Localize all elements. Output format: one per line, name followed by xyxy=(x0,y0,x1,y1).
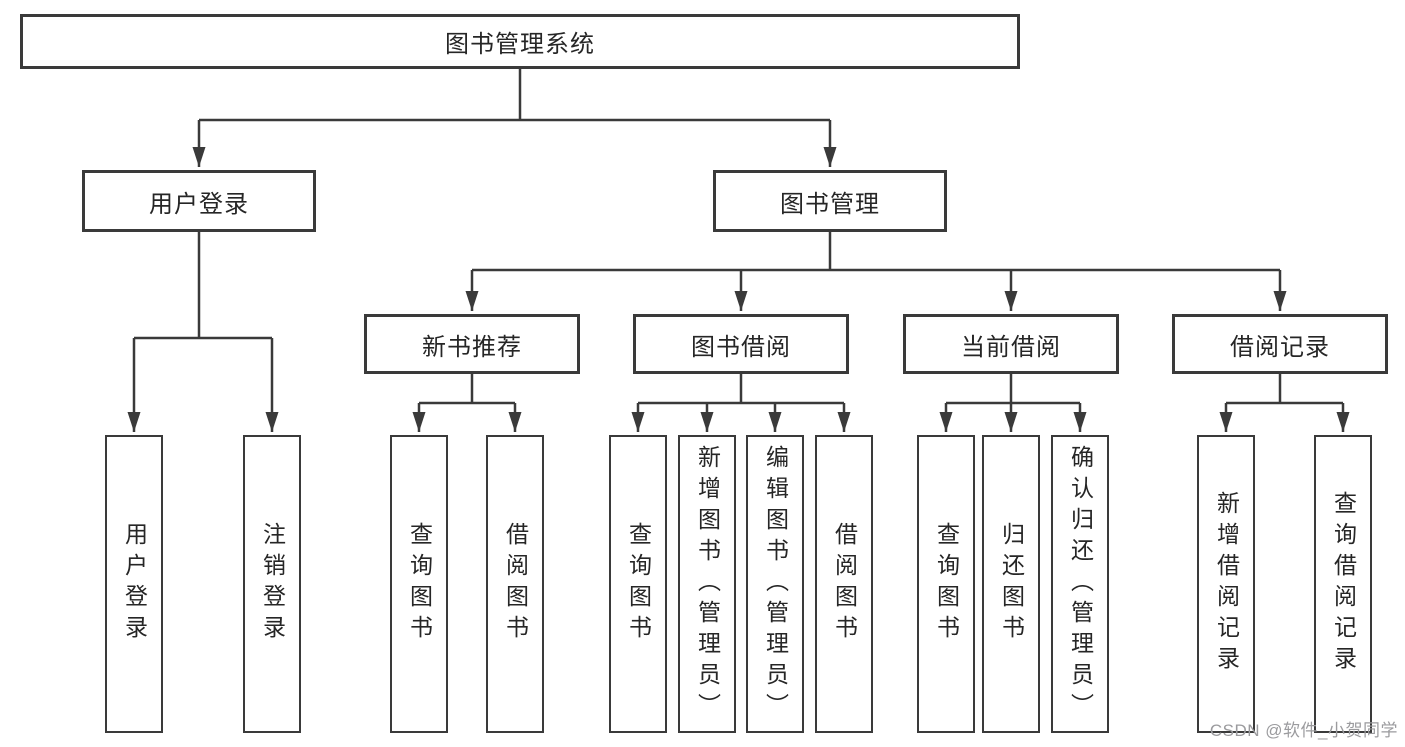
leaf-query-books-borrowing: 查询图书 xyxy=(609,435,667,733)
leaf-add-borrow-record: 新增借阅记录 xyxy=(1197,435,1255,733)
leaf-borrow-books-borrowing: 借阅图书 xyxy=(815,435,873,733)
leaf-query-borrow-record: 查询借阅记录 xyxy=(1314,435,1372,733)
node-new-book-recommendation: 新书推荐 xyxy=(364,314,580,374)
node-label: 用户登录 xyxy=(149,190,249,218)
node-label: 新书推荐 xyxy=(422,333,522,361)
node-label: 借阅图书 xyxy=(502,522,529,646)
leaf-user-login: 用户登录 xyxy=(105,435,163,733)
node-borrowing-records: 借阅记录 xyxy=(1172,314,1388,374)
node-label: 查询借阅记录 xyxy=(1330,491,1357,677)
csdn-watermark: CSDN @软件_小贺同学 xyxy=(1209,721,1398,740)
node-book-borrowing: 图书借阅 xyxy=(633,314,849,374)
node-label: 查询图书 xyxy=(933,522,960,646)
leaf-query-books-recommend: 查询图书 xyxy=(390,435,448,733)
leaf-return-book: 归还图书 xyxy=(982,435,1040,733)
node-label: 图书管理 xyxy=(780,190,880,218)
node-label: 新增图书（管理员） xyxy=(694,444,721,724)
node-label: 编辑图书（管理员） xyxy=(762,444,789,724)
node-label: 图书借阅 xyxy=(691,333,791,361)
leaf-edit-book-admin: 编辑图书（管理员） xyxy=(746,435,804,733)
node-label: 用户登录 xyxy=(121,522,148,646)
node-book-management: 图书管理 xyxy=(713,170,947,232)
node-library-management-system: 图书管理系统 xyxy=(20,14,1020,69)
node-label: 借阅图书 xyxy=(831,522,858,646)
node-label: 当前借阅 xyxy=(961,333,1061,361)
node-label: 图书管理系统 xyxy=(445,31,595,58)
node-user-login: 用户登录 xyxy=(82,170,316,232)
leaf-add-book-admin: 新增图书（管理员） xyxy=(678,435,736,733)
node-label: 查询图书 xyxy=(406,522,433,646)
node-label: 查询图书 xyxy=(625,522,652,646)
node-label: 新增借阅记录 xyxy=(1213,491,1240,677)
node-label: 借阅记录 xyxy=(1230,333,1330,361)
leaf-logout: 注销登录 xyxy=(243,435,301,733)
node-label: 确认归还（管理员） xyxy=(1067,444,1094,724)
node-label: 注销登录 xyxy=(259,522,286,646)
leaf-query-books-current: 查询图书 xyxy=(917,435,975,733)
leaf-confirm-return-admin: 确认归还（管理员） xyxy=(1051,435,1109,733)
leaf-borrow-books-recommend: 借阅图书 xyxy=(486,435,544,733)
node-current-borrowing: 当前借阅 xyxy=(903,314,1119,374)
node-label: 归还图书 xyxy=(998,522,1025,646)
